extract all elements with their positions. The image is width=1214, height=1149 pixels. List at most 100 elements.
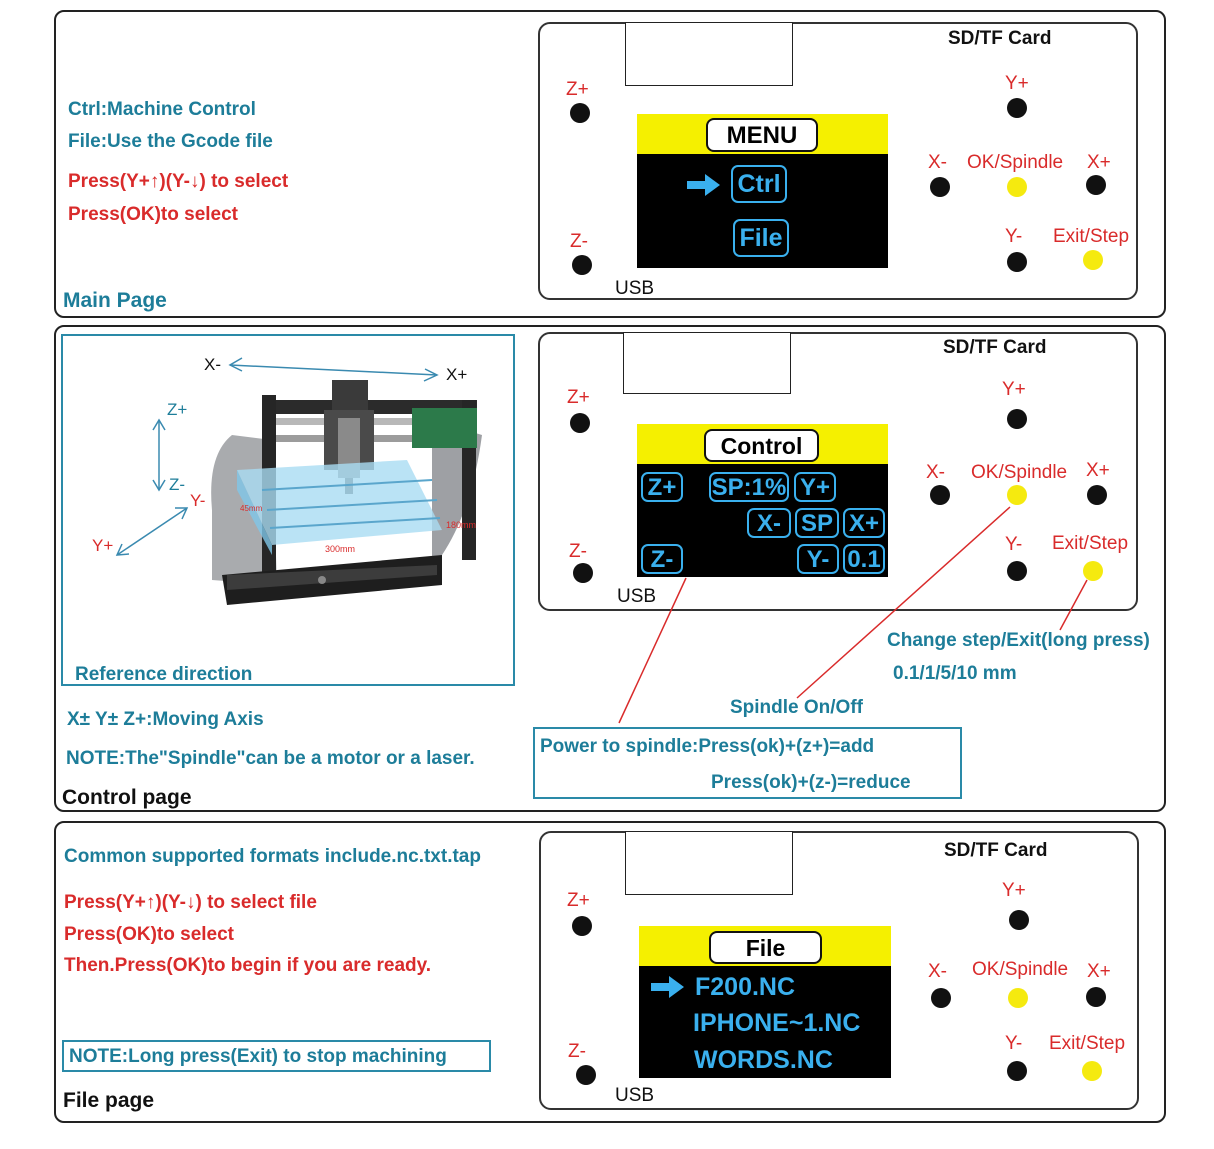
file-page-section (54, 821, 1166, 1123)
y-minus-button[interactable] (1007, 252, 1027, 272)
z-plus-button[interactable] (572, 916, 592, 936)
dim-180mm: 180mm (446, 520, 477, 530)
ctrl-step-button[interactable]: 0.1 (843, 544, 885, 574)
ctrl-sp-button[interactable]: SP (795, 508, 839, 538)
main-line-select: Press(Y+↑)(Y-↓) to select (68, 171, 289, 192)
main-line-ok: Press(OK)to select (68, 204, 239, 225)
exit-step-button[interactable] (1083, 250, 1103, 270)
y-plus-button[interactable] (1007, 98, 1027, 118)
selection-arrow-icon (651, 976, 684, 998)
y-plus-button[interactable] (1009, 910, 1029, 930)
exit-step-button[interactable] (1083, 561, 1103, 581)
change-step-label: Change step/Exit(long press) (887, 630, 1150, 651)
y-minus-button[interactable] (1007, 1061, 1027, 1081)
ctrl-z-plus-button[interactable]: Z+ (641, 472, 683, 502)
sd-card-label: SD/TF Card (944, 840, 1048, 861)
control-page-title: Control page (62, 786, 192, 809)
ctrl-y-minus-button[interactable]: Y- (797, 544, 839, 574)
file-list-item[interactable]: IPHONE~1.NC (693, 1009, 861, 1037)
y-minus-button[interactable] (1007, 561, 1027, 581)
exit-step-label: Exit/Step (1052, 533, 1129, 554)
exit-step-label: Exit/Step (1053, 226, 1130, 247)
x-axis-arrow (229, 364, 438, 376)
z-plus-button[interactable] (570, 103, 590, 123)
ctrl-z-minus-button[interactable]: Z- (641, 544, 683, 574)
z-minus-button[interactable] (576, 1065, 596, 1085)
z-minus-button[interactable] (573, 563, 593, 583)
ok-spindle-button[interactable] (1007, 485, 1027, 505)
sd-card-slot (625, 22, 793, 86)
work-area-front (237, 470, 272, 555)
x-plus-label: X+ (1087, 152, 1111, 173)
screen-title-file: File (709, 931, 822, 964)
ok-spindle-button[interactable] (1008, 988, 1028, 1008)
supported-formats: Common supported formats include.nc.txt.… (64, 846, 481, 867)
menu-item-file[interactable]: File (733, 219, 789, 257)
y-plus-button[interactable] (1007, 409, 1027, 429)
machine-y-minus: Y- (190, 491, 206, 510)
spindle-note: NOTE:The"Spindle"can be a motor or a las… (66, 748, 475, 769)
menu-item-ctrl[interactable]: Ctrl (731, 165, 787, 203)
x-minus-button[interactable] (931, 988, 951, 1008)
spindle-body (338, 418, 360, 478)
lcd-screen-file: File F200.NC IPHONE~1.NC WORDS.NC (639, 926, 891, 1078)
sd-card-slot (625, 831, 793, 895)
ctrl-y-plus-button[interactable]: Y+ (794, 472, 836, 502)
ctrl-sp-percent-button[interactable]: SP:1% (709, 472, 789, 502)
x-minus-label: X- (928, 961, 947, 982)
selection-arrow-icon (687, 174, 720, 196)
power-line-add: Power to spindle:Press(ok)+(z+)=add (540, 736, 875, 757)
ok-spindle-label: OK/Spindle (972, 959, 1069, 980)
screen-title-control: Control (704, 429, 819, 462)
stop-note-box (62, 1040, 491, 1072)
machine-y-plus: Y+ (92, 536, 114, 555)
x-plus-button[interactable] (1086, 987, 1106, 1007)
x-plus-label: X+ (1086, 460, 1110, 481)
ok-spindle-button[interactable] (1007, 177, 1027, 197)
machine-x-plus: X+ (446, 365, 468, 384)
x-plus-button[interactable] (1087, 485, 1107, 505)
exit-step-button[interactable] (1082, 1061, 1102, 1081)
ctrl-x-minus-button[interactable]: X- (747, 508, 791, 538)
machine-z-plus: Z+ (167, 400, 188, 419)
y-axis-arrow (116, 507, 188, 556)
z-minus-button[interactable] (572, 255, 592, 275)
x-minus-button[interactable] (930, 485, 950, 505)
x-plus-button[interactable] (1086, 175, 1106, 195)
x-minus-label: X- (928, 152, 947, 173)
work-area (237, 460, 442, 545)
x-minus-label: X- (926, 462, 945, 483)
y-minus-label: Y- (1005, 226, 1023, 247)
main-line-ctrl: Ctrl:Machine Control (68, 99, 256, 120)
x-minus-button[interactable] (930, 177, 950, 197)
z-plus-label: Z+ (567, 387, 590, 408)
ok-spindle-label: OK/Spindle (967, 152, 1064, 173)
sd-card-label: SD/TF Card (943, 337, 1047, 358)
lcd-screen-menu: MENU Ctrl File (637, 114, 888, 268)
usb-label: USB (615, 278, 655, 299)
file-list-item[interactable]: WORDS.NC (694, 1046, 833, 1074)
dim-45mm: 45mm (240, 504, 263, 513)
spindle-motor (332, 380, 368, 410)
cnc-machine-illustration (115, 357, 482, 605)
y-plus-label: Y+ (1002, 379, 1026, 400)
y-minus-label: Y- (1005, 1033, 1023, 1054)
y-plus-label: Y+ (1002, 880, 1026, 901)
z-plus-button[interactable] (570, 413, 590, 433)
x-plus-label: X+ (1087, 961, 1111, 982)
control-board (412, 408, 477, 448)
main-page-title: Main Page (63, 289, 167, 312)
file-list-item[interactable]: F200.NC (695, 973, 796, 1001)
moving-axis-note: X± Y± Z+:Moving Axis (67, 709, 264, 730)
power-to-spindle-box (533, 727, 962, 799)
power-line-reduce: Press(ok)+(z-)=reduce (711, 772, 911, 793)
spindle-onoff-label: Spindle On/Off (730, 697, 863, 718)
lcd-screen-control: Control Z+ SP:1% Y+ X- SP X+ Z- Y- 0.1 (637, 424, 888, 577)
y-minus-label: Y- (1005, 534, 1023, 555)
reference-direction-box (61, 334, 515, 686)
dim-300mm: 300mm (325, 544, 356, 554)
main-line-file: File:Use the Gcode file (68, 131, 273, 152)
ctrl-x-plus-button[interactable]: X+ (843, 508, 885, 538)
stop-note: NOTE:Long press(Exit) to stop machining (69, 1046, 447, 1067)
main-page-section (54, 10, 1166, 318)
